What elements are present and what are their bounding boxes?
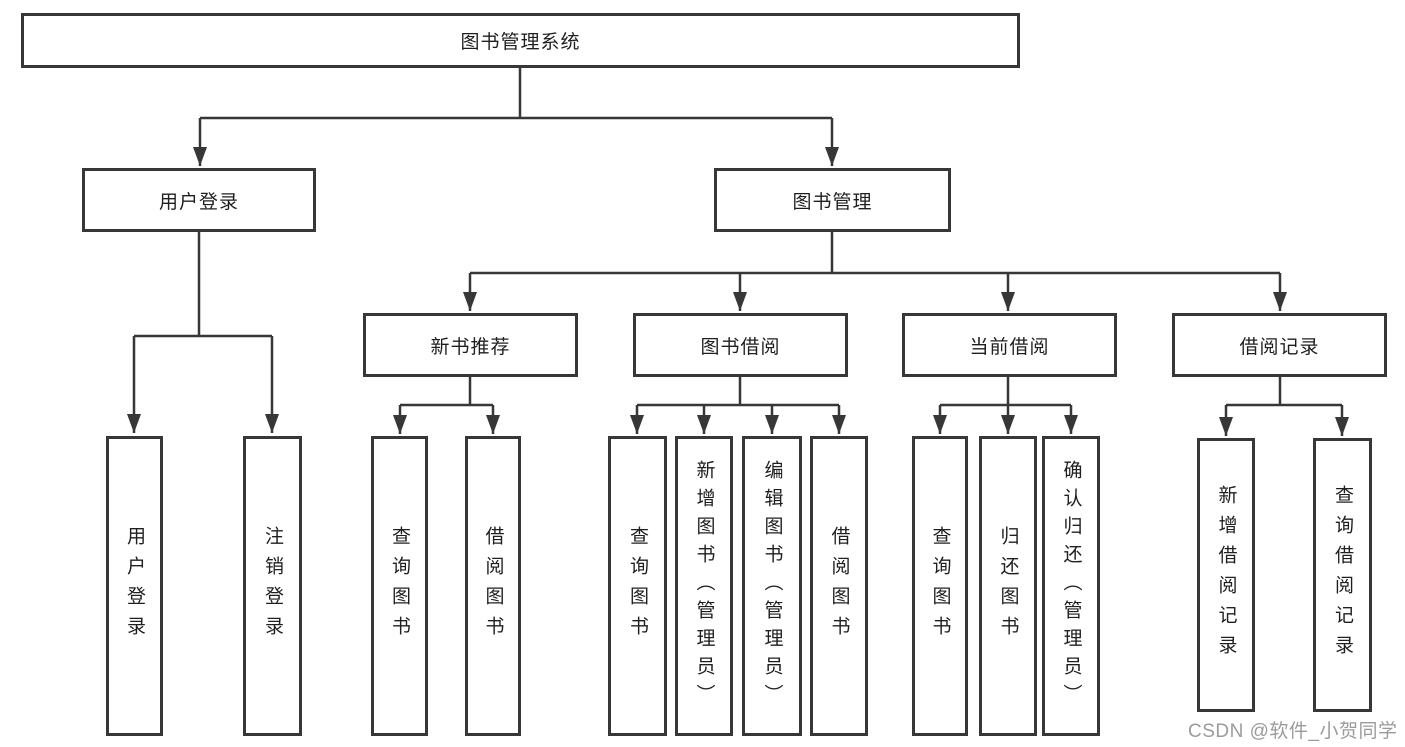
leaf-borrow-books-recommend: 借阅图书: [465, 436, 521, 736]
node-user-login: 用户登录: [82, 168, 316, 232]
leaf-edit-book-admin: 编辑图书（管理员）: [742, 436, 802, 736]
node-borrow-records: 借阅记录: [1172, 313, 1387, 377]
connector-elbows: [134, 68, 1342, 407]
leaf-add-book-admin: 新增图书（管理员）: [675, 436, 733, 736]
leaf-confirm-return-admin: 确认归还（管理员）: [1042, 436, 1100, 736]
leaf-query-books-recommend: 查询图书: [371, 436, 428, 736]
leaf-query-borrow-record: 查询借阅记录: [1313, 438, 1372, 712]
node-current-borrow: 当前借阅: [902, 313, 1117, 377]
leaf-borrow-books-borrow: 借阅图书: [810, 436, 868, 736]
node-book-management: 图书管理: [714, 168, 951, 232]
node-new-book-recommend: 新书推荐: [363, 313, 578, 377]
leaf-query-books-current: 查询图书: [912, 436, 968, 736]
leaf-user-login: 用户登录: [106, 436, 163, 736]
leaf-logout: 注销登录: [243, 436, 302, 736]
node-book-borrow: 图书借阅: [633, 313, 848, 377]
csdn-watermark: CSDN @软件_小贺同学: [1188, 721, 1398, 742]
leaf-return-book: 归还图书: [979, 436, 1037, 736]
leaf-add-borrow-record: 新增借阅记录: [1197, 438, 1255, 712]
node-root-system: 图书管理系统: [21, 13, 1020, 68]
leaf-query-books-borrow: 查询图书: [608, 436, 667, 736]
